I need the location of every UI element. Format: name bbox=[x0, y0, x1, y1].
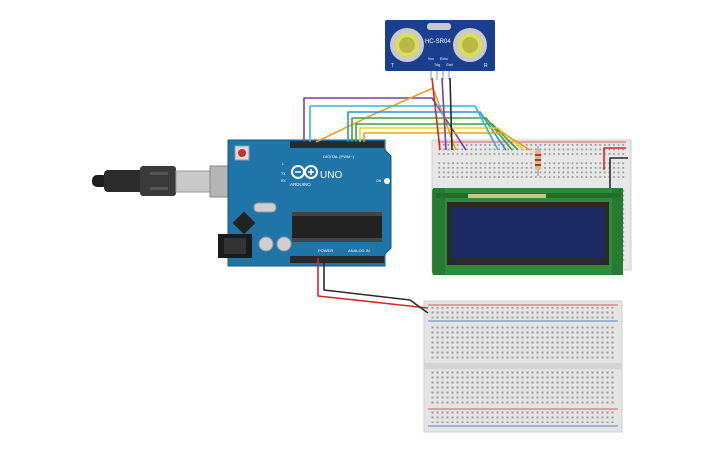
sensor-pin-vcc: Vcc bbox=[428, 57, 434, 61]
wire-purple-2 bbox=[441, 77, 447, 151]
sensor-pin-echo: Echo bbox=[440, 57, 448, 61]
wire-black-sensor bbox=[449, 77, 453, 151]
sensor-pin-gnd: Gnd bbox=[446, 63, 453, 67]
wire-green-2 bbox=[355, 123, 519, 151]
digital-label: DIGITAL (PWM~) bbox=[323, 154, 355, 159]
wire-green-1 bbox=[351, 117, 513, 151]
usb-cable bbox=[92, 165, 229, 198]
wire-yellow bbox=[359, 127, 525, 151]
breadboard-secondary bbox=[423, 300, 623, 433]
wires bbox=[303, 77, 628, 314]
arduino-brand-label: ARDUINO bbox=[290, 182, 311, 187]
on-label: ON bbox=[376, 179, 382, 183]
rx-label: RX bbox=[281, 179, 287, 183]
wire-red-rail bbox=[603, 147, 626, 170]
wire-cyan bbox=[309, 105, 499, 151]
sensor-r-mark: R bbox=[484, 63, 488, 69]
wire-blue bbox=[347, 111, 507, 151]
sensor-pin-labels: Vcc Trig Echo Gnd bbox=[428, 57, 453, 67]
wire-orange-2 bbox=[363, 132, 531, 151]
sensor-pin-trig: Trig bbox=[434, 63, 440, 67]
power-label: POWER bbox=[318, 248, 333, 253]
lcd-header-pins bbox=[468, 194, 546, 198]
arduino-uno-board: ARDUINO UNO DIGITAL (PWM~) POWER ANALOG … bbox=[218, 139, 392, 267]
l-label: L bbox=[282, 162, 284, 166]
arduino-logo bbox=[291, 165, 318, 179]
wire-red-power bbox=[317, 258, 429, 309]
arduino-model-label: UNO bbox=[320, 170, 342, 181]
wire-red-sensor bbox=[431, 77, 441, 151]
microcontroller-chip bbox=[292, 216, 382, 238]
tx-label: TX bbox=[281, 172, 286, 176]
wire-black-power bbox=[323, 258, 429, 314]
sensor-model-label: HC-SR04 bbox=[425, 39, 451, 45]
sensor-t-mark: T bbox=[391, 63, 394, 69]
ultrasonic-sensor: HC-SR04 T R Vcc Trig Echo Gnd bbox=[385, 20, 495, 80]
analog-label: ANALOG IN bbox=[348, 248, 370, 253]
lcd-module bbox=[432, 188, 623, 275]
resistor bbox=[535, 146, 541, 176]
lcd-screen bbox=[452, 208, 604, 258]
wire-black-rail bbox=[609, 157, 628, 188]
